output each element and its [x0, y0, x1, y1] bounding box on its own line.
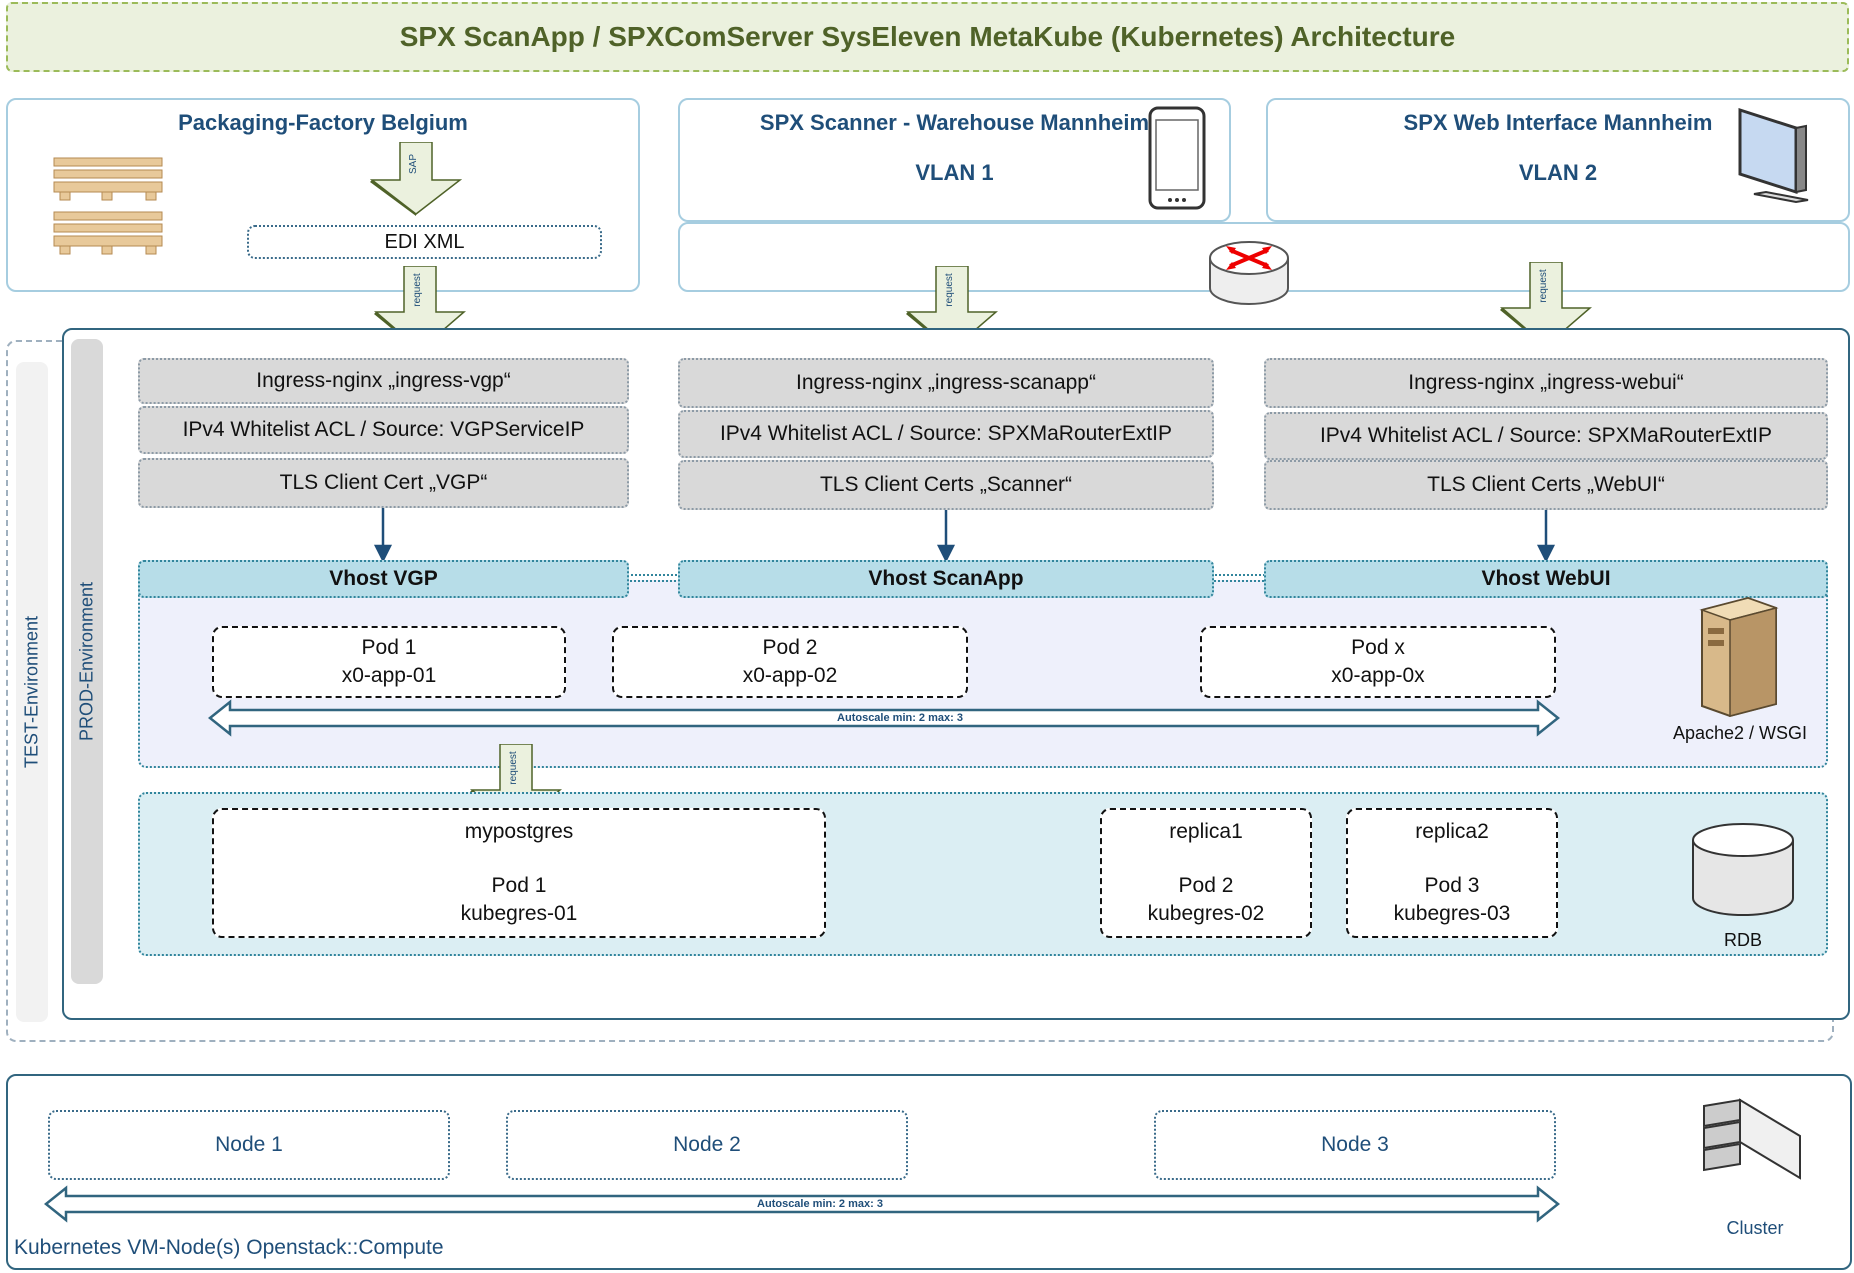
cluster-servers-icon	[1703, 1098, 1801, 1180]
sap-arrow-icon: SAP	[370, 142, 462, 216]
edi-xml-box: EDI XML	[247, 225, 602, 259]
cluster-label: Cluster	[1726, 1218, 1784, 1238]
app-pod-x: Pod x x0-app-0x	[1200, 626, 1556, 698]
factory-title: Packaging-Factory Belgium	[178, 110, 468, 135]
app-pod-2: Pod 2 x0-app-02	[612, 626, 968, 698]
monitor-icon	[1738, 107, 1809, 204]
pod-name: Pod 1	[361, 636, 417, 659]
vhost-scanapp: Vhost ScanApp	[678, 560, 1214, 598]
app-autoscale-label: Autoscale min: 2 max: 3	[837, 712, 963, 724]
pod-host: kubegres-02	[1147, 902, 1265, 925]
database-icon	[1692, 823, 1794, 916]
acl-scanapp: IPv4 Whitelist ACL / Source: SPXMaRouter…	[678, 410, 1214, 458]
app-autoscale-arrow-icon	[208, 699, 1560, 737]
app-pod-1: Pod 1 x0-app-01	[212, 626, 566, 698]
scanner-title: SPX Scanner - Warehouse Mannheim	[759, 110, 1150, 135]
request-label: request	[944, 273, 955, 307]
node-1: Node 1	[48, 1110, 450, 1180]
db-role: replica2	[1415, 820, 1489, 843]
tls-webui: TLS Client Certs „WebUI“	[1264, 460, 1828, 510]
ingress-webui: Ingress-nginx „ingress-webui“	[1264, 358, 1828, 408]
pod-host: x0-app-0x	[1331, 664, 1425, 687]
scanner-vlan: VLAN 1	[915, 160, 994, 185]
ingress-vgp: Ingress-nginx „ingress-vgp“	[138, 358, 629, 404]
pod-name: Pod 2	[1178, 874, 1234, 897]
pod-host: x0-app-02	[742, 664, 838, 687]
request-label: request	[412, 273, 423, 307]
node-3: Node 3	[1154, 1110, 1556, 1180]
request-label: request	[1538, 269, 1549, 303]
db-label: RDB	[1723, 930, 1762, 950]
pod-name: Pod 3	[1424, 874, 1480, 897]
pallet-icon	[53, 157, 163, 255]
db-pod-replica2: replica2 Pod 3 kubegres-03	[1346, 808, 1558, 938]
pod-name: Pod x	[1351, 636, 1405, 659]
diagram-title: SPX ScanApp / SPXComServer SysEleven Met…	[6, 2, 1849, 72]
pod-host: kubegres-03	[1393, 902, 1511, 925]
ingress-scanapp: Ingress-nginx „ingress-scanapp“	[678, 358, 1214, 408]
server-tower-icon	[1699, 596, 1779, 718]
tls-scanapp: TLS Client Certs „Scanner“	[678, 460, 1214, 510]
node-autoscale-arrow-icon	[44, 1185, 1560, 1223]
router-icon	[1209, 241, 1289, 305]
db-role: mypostgres	[464, 820, 574, 843]
vhost-webui: Vhost WebUI	[1264, 560, 1828, 598]
scanner-box: SPX Scanner - Warehouse Mannheim VLAN 1	[678, 98, 1231, 222]
pod-host: x0-app-01	[341, 664, 437, 687]
smartphone-icon	[1148, 106, 1206, 210]
vhost-vgp: Vhost VGP	[138, 560, 629, 598]
db-pod-replica1: replica1 Pod 2 kubegres-02	[1100, 808, 1312, 938]
node-2: Node 2	[506, 1110, 908, 1180]
acl-vgp: IPv4 Whitelist ACL / Source: VGPServiceI…	[138, 406, 629, 454]
webui-vlan: VLAN 2	[1518, 160, 1598, 185]
request-label: request	[508, 751, 519, 785]
factory-box: Packaging-Factory Belgium	[6, 98, 640, 292]
db-pod-primary: mypostgres Pod 1 kubegres-01	[212, 808, 826, 938]
cluster-caption: Kubernetes VM-Node(s) Openstack::Compute	[14, 1236, 444, 1259]
pod-name: Pod 2	[762, 636, 818, 659]
db-role: replica1	[1169, 820, 1243, 843]
tls-vgp: TLS Client Cert „VGP“	[138, 458, 629, 508]
pod-name: Pod 1	[491, 874, 547, 897]
sap-arrow-label: SAP	[408, 154, 419, 174]
node-autoscale-label: Autoscale min: 2 max: 3	[757, 1198, 883, 1210]
app-server-label: Apache2 / WSGI	[1672, 723, 1808, 743]
acl-webui: IPv4 Whitelist ACL / Source: SPXMaRouter…	[1264, 412, 1828, 460]
pod-host: kubegres-01	[460, 902, 578, 925]
webui-title: SPX Web Interface Mannheim	[1403, 110, 1713, 135]
